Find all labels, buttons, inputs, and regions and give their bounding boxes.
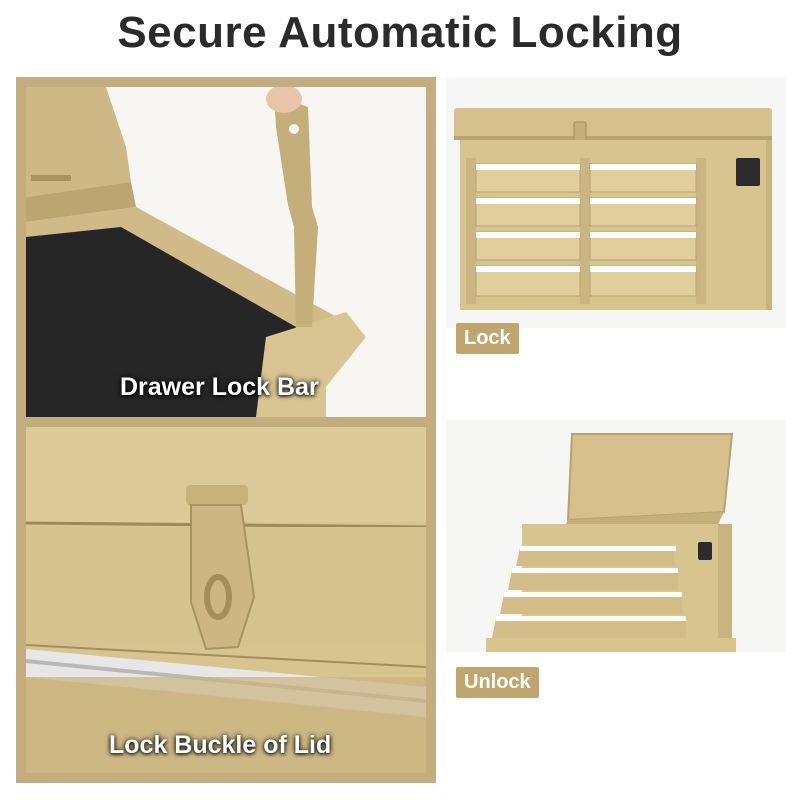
drawer-lock-bar-illustration — [26, 87, 426, 417]
lock-buckle-caption: Lock Buckle of Lid — [109, 731, 332, 759]
unlocked-chest-illustration — [446, 420, 786, 652]
unlocked-chest-photo — [446, 420, 786, 652]
lock-buckle-illustration — [26, 427, 426, 773]
locked-chest-illustration — [446, 78, 786, 328]
lock-label: Lock — [456, 323, 519, 354]
drawer-lock-bar-caption: Drawer Lock Bar — [120, 373, 319, 401]
page-title: Secure Automatic Locking — [117, 8, 683, 57]
drawer-lock-bar-photo: Drawer Lock Bar — [26, 87, 426, 417]
unlock-label: Unlock — [456, 667, 539, 698]
locked-chest-photo — [446, 78, 786, 328]
lock-buckle-photo: Lock Buckle of Lid — [26, 427, 426, 773]
